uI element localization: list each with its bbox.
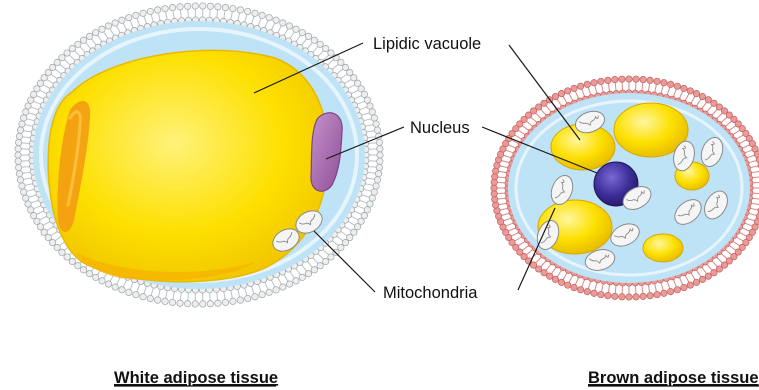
label-nucleus: Nucleus xyxy=(410,119,470,137)
label-lipidic-vacuole: Lipidic vacuole xyxy=(373,35,481,53)
label-mitochondria: Mitochondria xyxy=(383,284,478,302)
brown-adipocyte xyxy=(491,76,759,300)
caption-brown-adipose-tissue: Brown adipose tissue xyxy=(588,369,759,387)
white-adipocyte xyxy=(15,3,383,307)
caption-white-adipose-tissue: White adipose tissue xyxy=(114,369,278,387)
